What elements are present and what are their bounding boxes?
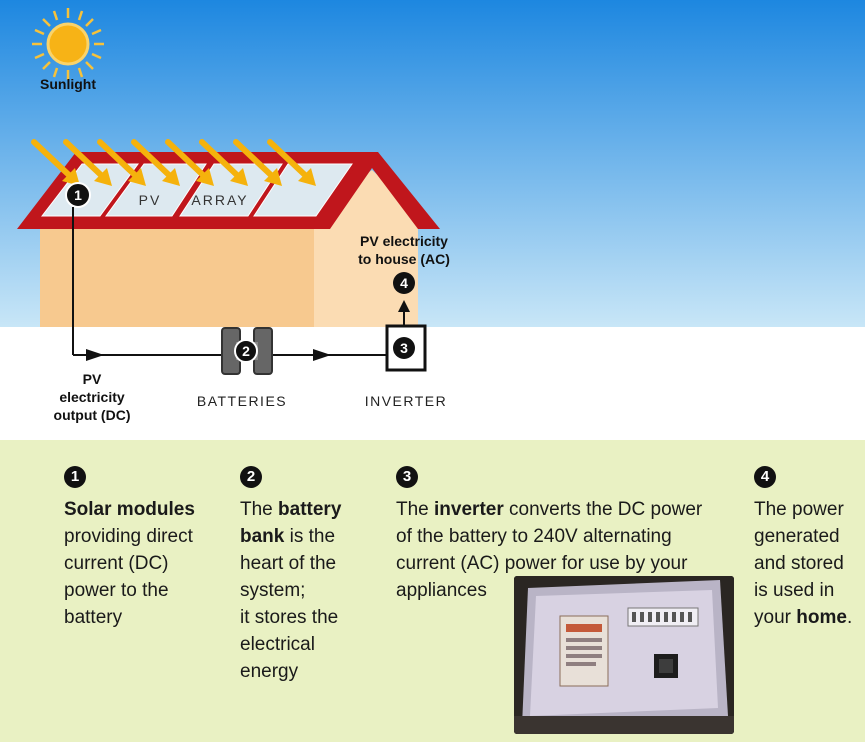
sun-rays	[31, 139, 316, 186]
batteries-icon: 2	[221, 327, 273, 375]
step-3-text: converts the DC power	[503, 499, 703, 520]
svg-text:1: 1	[74, 187, 82, 203]
step-1-line: providing direct	[64, 526, 193, 547]
step-2-text: is the	[284, 526, 336, 547]
sun-ray-arrowhead	[196, 168, 214, 186]
sun-ray-arrow	[97, 139, 139, 179]
ac-arrow	[398, 300, 410, 312]
inverter-photo	[514, 576, 734, 734]
sun-ray-arrowhead	[94, 168, 112, 186]
step-2-line: heart of the	[240, 553, 337, 574]
pv-label: PV	[139, 192, 162, 208]
batteries-label: BATTERIES	[197, 393, 287, 409]
sun-ray-arrow	[131, 139, 173, 179]
step-3: 3 The inverter converts the DC power of …	[396, 462, 752, 604]
step-1-line: power to the	[64, 580, 169, 601]
array-label: ARRAY	[191, 192, 248, 208]
sun-ray-arrow	[165, 139, 207, 179]
step-4-number: 4	[754, 466, 776, 488]
house-scene: Sunlight PV ARRAY 1	[0, 0, 865, 440]
sun-ray-arrow	[267, 139, 309, 179]
step-4-line: generated	[754, 526, 840, 547]
step-1-number: 1	[64, 466, 86, 488]
pv-to-house-label-line1: PV electricity	[360, 233, 448, 249]
step-4-text: your	[754, 607, 797, 628]
step-4-line: and stored	[754, 553, 844, 574]
step-3-line: appliances	[396, 580, 487, 601]
step-3-text: The	[396, 499, 435, 520]
sun-ray-arrowhead	[298, 168, 316, 186]
step-2-bold: bank	[240, 526, 285, 547]
sun-ray-arrowhead	[230, 168, 248, 186]
sun-ray-arrow	[233, 139, 275, 179]
sun-ray-arrow	[63, 139, 105, 179]
pv-output-label-line3: output (DC)	[54, 407, 131, 423]
step-1-bold: Solar modules	[64, 499, 195, 520]
step-3-line: of the battery to 240V alternating	[396, 526, 672, 547]
step-2-number: 2	[240, 466, 262, 488]
sun-ray-arrowhead	[62, 168, 80, 186]
badge-4: 4	[393, 272, 415, 294]
step-2-line: electrical	[240, 634, 315, 655]
sunlight-label: Sunlight	[40, 76, 96, 92]
flow-arrow-2	[313, 349, 331, 361]
step-4-text: .	[846, 607, 853, 628]
house-front-wall	[40, 215, 320, 327]
step-2-line: system;	[240, 580, 306, 601]
inverter-icon: 3	[385, 324, 427, 372]
step-2-bold: battery	[278, 499, 342, 520]
step-1-line: current (DC)	[64, 553, 169, 574]
ground	[0, 327, 865, 440]
flow-arrow-1	[86, 349, 104, 361]
svg-text:2: 2	[242, 343, 250, 359]
sun-ray-arrowhead	[128, 168, 146, 186]
step-3-line: current (AC) power for use by your	[396, 553, 688, 574]
step-2-text: The	[240, 499, 279, 520]
pv-output-label-line1: PV	[83, 371, 102, 387]
step-2: 2 The battery bank is the heart of the s…	[240, 462, 380, 685]
step-4-line: is used in	[754, 580, 835, 601]
sun-ray-arrowhead	[162, 168, 180, 186]
inverter-label: INVERTER	[365, 393, 448, 409]
sun-ray-arrowhead	[264, 168, 282, 186]
pv-output-label-line2: electricity	[59, 389, 125, 405]
step-4-bold: home	[796, 607, 847, 628]
step-1-line: battery	[64, 607, 123, 628]
sun-icon	[32, 8, 104, 80]
svg-text:4: 4	[400, 275, 408, 291]
step-2-line: energy	[240, 661, 299, 682]
badge-1: 1	[65, 182, 91, 208]
pv-to-house-label-line2: to house (AC)	[358, 251, 450, 267]
step-2-line: it stores the	[240, 607, 339, 628]
step-4-line: The power	[754, 499, 844, 520]
svg-text:3: 3	[400, 340, 408, 356]
step-3-number: 3	[396, 466, 418, 488]
sun-ray-arrow	[199, 139, 241, 179]
step-3-bold: inverter	[434, 499, 504, 520]
explanation-panel: 1 Solar modules providing direct current…	[0, 440, 865, 742]
step-1: 1 Solar modules providing direct current…	[64, 462, 229, 631]
step-4: 4 The power generated and stored is used…	[754, 462, 864, 631]
sun-ray-arrow	[31, 139, 73, 179]
